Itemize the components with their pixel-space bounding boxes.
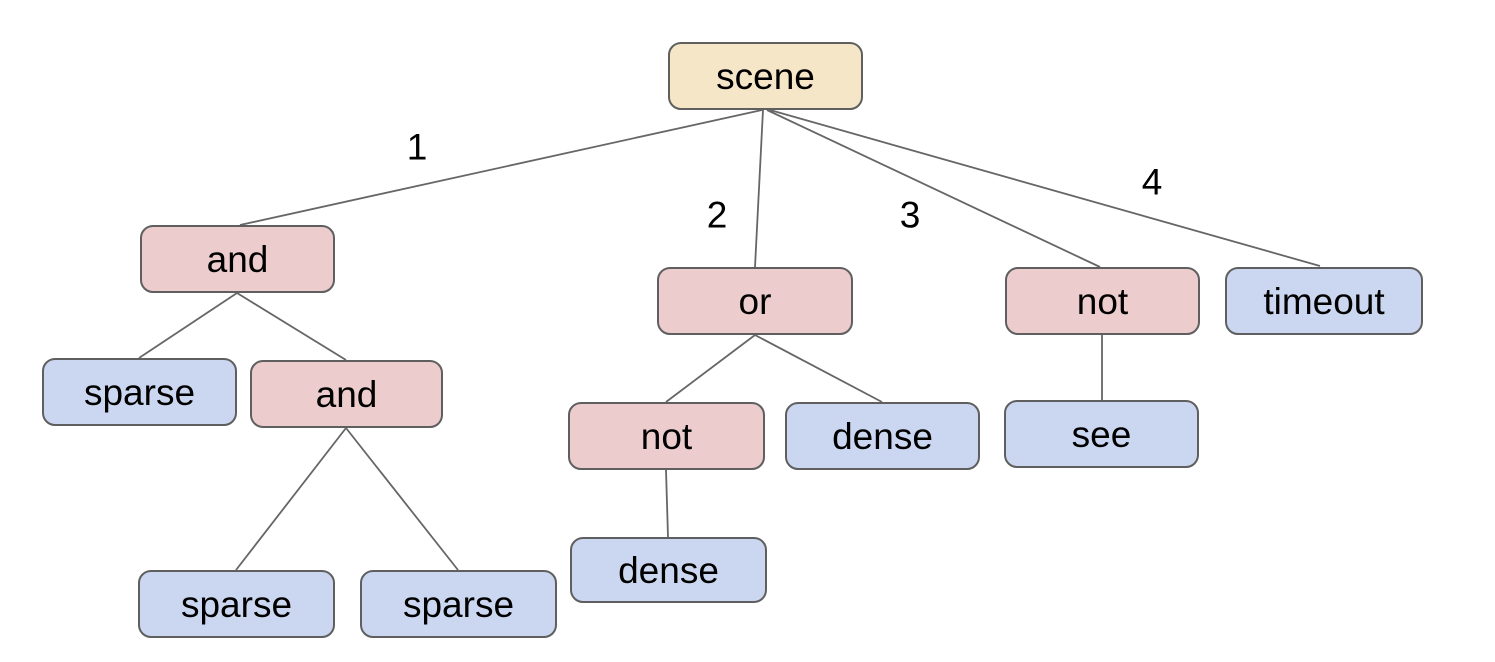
tree-node-sparse-2: sparse [138, 570, 335, 638]
tree-node-see-1: see [1004, 400, 1199, 468]
tree-node-and-2: and [250, 360, 443, 428]
node-label: see [1071, 413, 1132, 455]
edge-or-1-to-dense-1 [754, 334, 883, 403]
tree-node-not-2: not [568, 402, 765, 470]
node-label: sparse [180, 583, 293, 625]
node-label: not [640, 415, 693, 457]
tree-node-sparse-3: sparse [360, 570, 557, 638]
edge-label-3: 3 [899, 194, 921, 236]
node-label: and [206, 238, 269, 280]
tree-node-not-1: not [1005, 267, 1200, 335]
edge-scene-to-timeout-1 [769, 109, 1321, 267]
edge-and-2-to-sparse-3 [345, 427, 459, 571]
edge-scene-to-not-1 [766, 109, 1101, 268]
edge-label-1: 1 [406, 126, 428, 168]
node-label: not [1076, 280, 1129, 322]
edge-scene-to-or-1 [754, 109, 764, 268]
node-label: timeout [1263, 280, 1385, 322]
edge-and-2-to-sparse-2 [235, 427, 347, 571]
edge-and-1-to-and-2 [236, 292, 347, 361]
tree-node-dense-2: dense [570, 537, 767, 603]
edge-not-2-to-dense-2 [665, 469, 669, 538]
edge-label-4: 4 [1141, 161, 1163, 203]
edge-scene-to-and-1 [239, 109, 763, 226]
node-label: sparse [402, 583, 515, 625]
tree-node-and-1: and [140, 225, 335, 293]
tree-node-sparse-1: sparse [42, 358, 237, 426]
node-label: or [738, 280, 772, 322]
tree-node-or-1: or [657, 267, 853, 335]
tree-node-timeout-1: timeout [1225, 267, 1423, 335]
edge-or-1-to-not-2 [665, 334, 756, 403]
node-label: dense [832, 415, 933, 457]
node-label: scene [716, 55, 815, 97]
edge-label-2: 2 [706, 194, 728, 236]
node-label: dense [618, 549, 719, 591]
edge-and-1-to-sparse-1 [138, 292, 238, 359]
tree-node-scene: scene [668, 42, 863, 110]
tree-node-dense-1: dense [785, 402, 980, 470]
node-label: and [315, 373, 378, 415]
node-label: sparse [83, 371, 196, 413]
